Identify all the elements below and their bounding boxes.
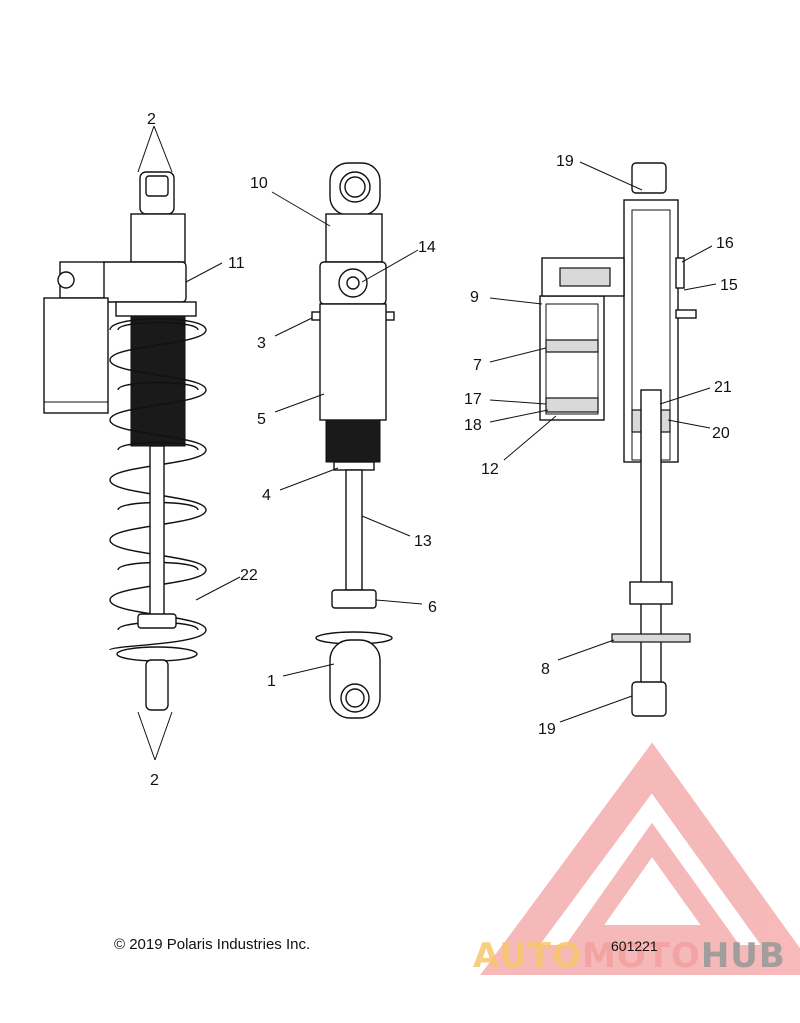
callout-label: 11 bbox=[228, 255, 245, 272]
brand-part-moto: MOTO bbox=[581, 936, 701, 976]
callout-label: 22 bbox=[240, 567, 258, 584]
callout-label: 1 bbox=[267, 673, 276, 690]
callout-label: 16 bbox=[716, 235, 734, 252]
brand-part-hub: HUB bbox=[700, 936, 786, 976]
diagram-reference-number: 601221 bbox=[611, 938, 658, 954]
callout-label: 2 bbox=[150, 772, 159, 789]
callout-label: 21 bbox=[714, 379, 732, 396]
callout-label: 2 bbox=[147, 111, 156, 128]
shock-cutaway-right bbox=[539, 162, 697, 717]
callout-label: 17 bbox=[464, 391, 482, 408]
callout-label: 20 bbox=[712, 425, 730, 442]
callout-label: 14 bbox=[418, 239, 436, 256]
callout-label: 7 bbox=[473, 357, 482, 374]
callout-label: 5 bbox=[257, 411, 266, 428]
shock-assembly-left bbox=[43, 125, 207, 761]
leader-lines bbox=[185, 161, 717, 723]
callout-label: 3 bbox=[257, 335, 266, 352]
watermark-logo bbox=[480, 742, 800, 975]
callout-labels: 2 2 11 22 10 14 3 5 4 13 6 1 19 16 15 9 … bbox=[147, 111, 738, 789]
callout-label: 19 bbox=[538, 721, 556, 738]
watermark-brand: AUTOMOTOHUB bbox=[473, 936, 786, 976]
callout-label: 12 bbox=[481, 461, 499, 478]
shock-assembly-middle bbox=[311, 162, 395, 719]
copyright-text: © 2019 Polaris Industries Inc. bbox=[114, 936, 311, 953]
callout-label: 18 bbox=[464, 417, 482, 434]
callout-label: 8 bbox=[541, 661, 550, 678]
callout-label: 15 bbox=[720, 277, 738, 294]
callout-label: 19 bbox=[556, 153, 574, 170]
callout-label: 9 bbox=[470, 289, 479, 306]
callout-label: 4 bbox=[262, 487, 271, 504]
callout-label: 10 bbox=[250, 175, 268, 192]
callout-label: 13 bbox=[414, 533, 432, 550]
brand-part-auto: AUTO bbox=[473, 936, 582, 976]
callout-label: 6 bbox=[428, 599, 437, 616]
